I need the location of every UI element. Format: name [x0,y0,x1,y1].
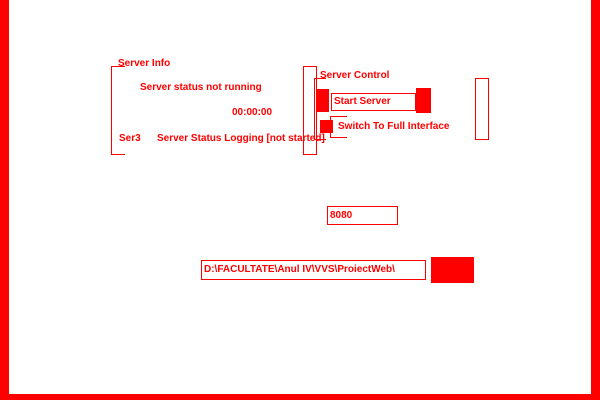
server-info-group [111,66,125,155]
server-control-title: Server Control [320,70,390,81]
server-info-title: Server Info [118,58,171,69]
start-server-button[interactable]: Start Server [331,93,416,111]
port-field[interactable]: 8080 [327,206,398,225]
start-server-focus [416,88,431,113]
server-control-right-border [475,78,489,140]
switch-interface-label: Switch To Full Interface [338,121,450,132]
root-directory-field[interactable]: D:\FACULTATE\Anul IV\VVS\ProiectWeb\ [201,260,426,280]
start-server-label: Start Server [334,96,391,107]
server-control-group [314,78,326,140]
server-status-label: Server status not running [140,82,262,93]
server-control-marker [316,89,329,112]
status-strip [262,392,318,396]
switch-interface-checkbox[interactable] [320,120,333,133]
server-uptime-value: 00:00:00 [232,107,273,118]
port-value: 8080 [330,210,353,221]
server-logging-label: Server Status Logging [not started] [157,133,325,144]
server-info-prefix: Ser3 [119,133,141,144]
browse-button[interactable] [431,257,474,283]
switch-interface-frame [330,116,347,138]
root-directory-value: D:\FACULTATE\Anul IV\VVS\ProiectWeb\ [204,264,395,275]
